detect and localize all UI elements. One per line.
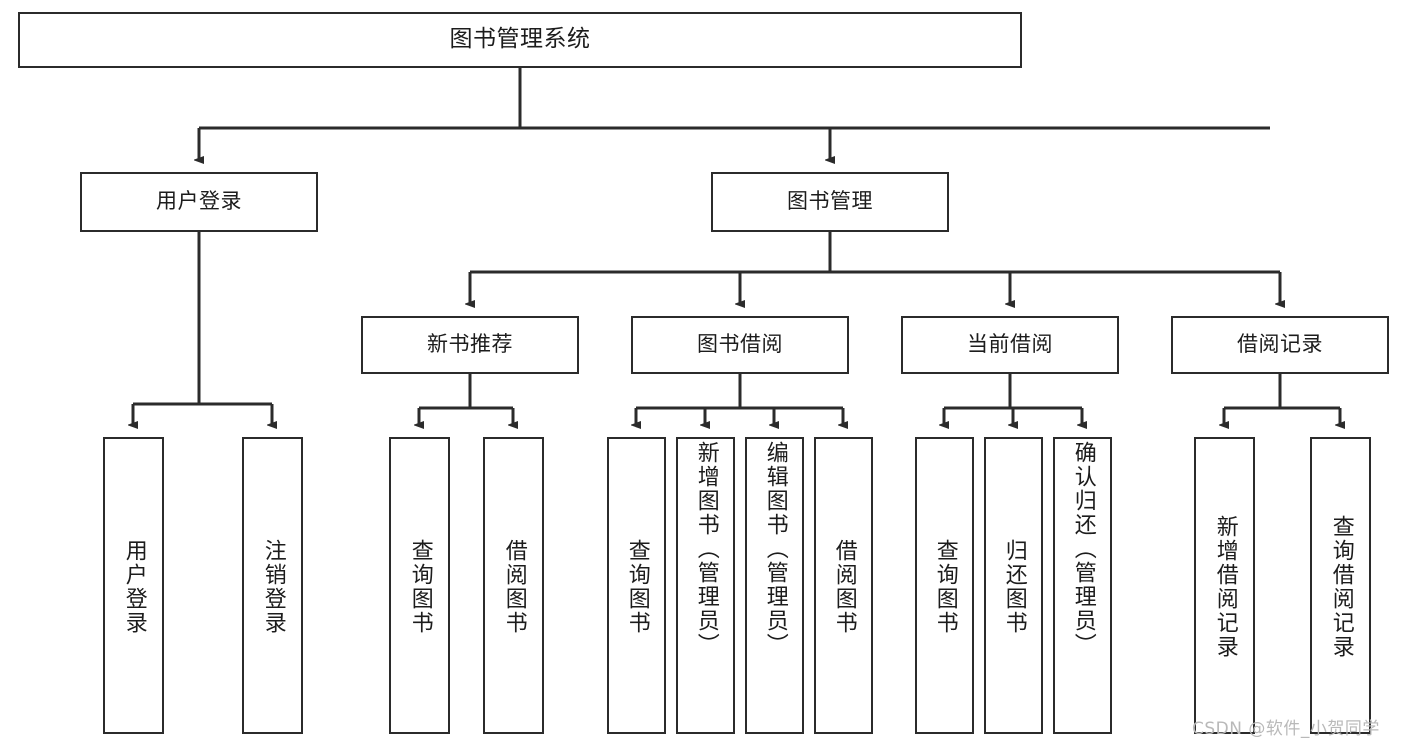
node-book-borrow-label: 图书借阅 (697, 332, 783, 357)
node-borrow-record[interactable]: 借阅记录 (1171, 316, 1389, 374)
leaf-label: 归还图书 (1001, 538, 1027, 635)
node-new-book-recommend[interactable]: 新书推荐 (361, 316, 579, 374)
leaf-node[interactable]: 新增借阅记录 (1194, 437, 1255, 734)
leaf-label: 用户登录 (121, 538, 147, 635)
node-current-borrow-label: 当前借阅 (967, 332, 1053, 357)
leaf-node[interactable]: 借阅图书 (814, 437, 873, 734)
leaf-label: 新增图书（管理员） (693, 441, 719, 657)
watermark-text: CSDN @软件_小贺同学 (1192, 719, 1380, 739)
leaf-label: 查询借阅记录 (1328, 514, 1354, 659)
leaf-node[interactable]: 查询图书 (607, 437, 666, 734)
node-root-system[interactable]: 图书管理系统 (18, 12, 1022, 68)
leaf-label: 注销登录 (260, 538, 286, 635)
leaf-node[interactable]: 确认归还（管理员） (1053, 437, 1112, 734)
leaf-label: 查询图书 (932, 538, 958, 635)
node-current-borrow[interactable]: 当前借阅 (901, 316, 1119, 374)
leaf-label: 确认归还（管理员） (1070, 441, 1096, 657)
node-book-management-label: 图书管理 (787, 189, 873, 214)
node-user-login[interactable]: 用户登录 (80, 172, 318, 232)
leaf-node[interactable]: 用户登录 (103, 437, 164, 734)
node-new-book-recommend-label: 新书推荐 (427, 332, 513, 357)
node-book-management[interactable]: 图书管理 (711, 172, 949, 232)
leaf-node[interactable]: 借阅图书 (483, 437, 544, 734)
node-borrow-record-label: 借阅记录 (1237, 332, 1323, 357)
leaf-label: 查询图书 (407, 538, 433, 635)
leaf-node[interactable]: 归还图书 (984, 437, 1043, 734)
leaf-node[interactable]: 注销登录 (242, 437, 303, 734)
leaf-node[interactable]: 查询图书 (389, 437, 450, 734)
leaf-node[interactable]: 编辑图书（管理员） (745, 437, 804, 734)
leaf-node[interactable]: 新增图书（管理员） (676, 437, 735, 734)
leaf-label: 新增借阅记录 (1212, 514, 1238, 659)
leaf-label: 查询图书 (624, 538, 650, 635)
leaf-label: 编辑图书（管理员） (762, 441, 788, 657)
leaf-label: 借阅图书 (501, 538, 527, 635)
node-root-label: 图书管理系统 (449, 26, 591, 53)
leaf-node[interactable]: 查询借阅记录 (1310, 437, 1371, 734)
node-user-login-label: 用户登录 (156, 189, 242, 214)
node-book-borrow[interactable]: 图书借阅 (631, 316, 849, 374)
leaf-node[interactable]: 查询图书 (915, 437, 974, 734)
leaf-label: 借阅图书 (831, 538, 857, 635)
